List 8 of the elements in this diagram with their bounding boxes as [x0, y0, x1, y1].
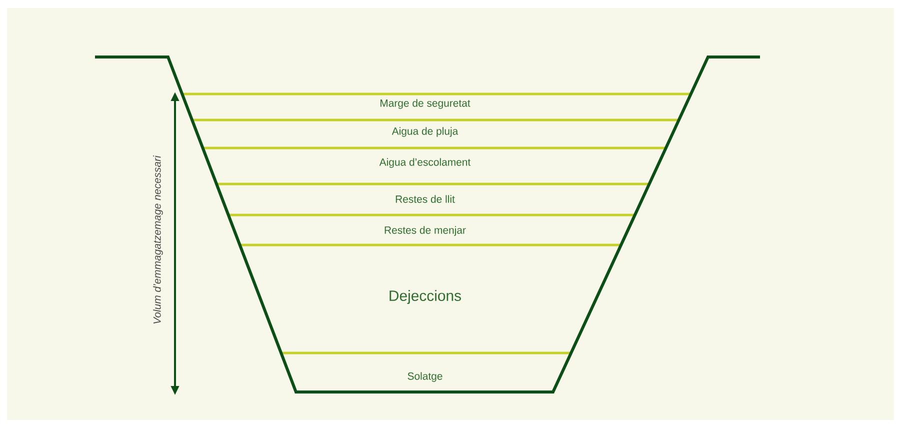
- layer-label: Solatge: [408, 372, 442, 382]
- dimension-label: Volum d’emmagatzemage necessari: [153, 155, 163, 324]
- layer-label: Aigua d’escolament: [379, 158, 471, 168]
- layer-label: Marge de seguretat: [380, 99, 470, 109]
- layer-label: Dejeccions: [390, 290, 461, 304]
- layer-label: Restes de menjar: [384, 226, 466, 236]
- layer-label: Aigua de pluja: [392, 127, 458, 137]
- layer-label: Restes de llit: [396, 195, 455, 203]
